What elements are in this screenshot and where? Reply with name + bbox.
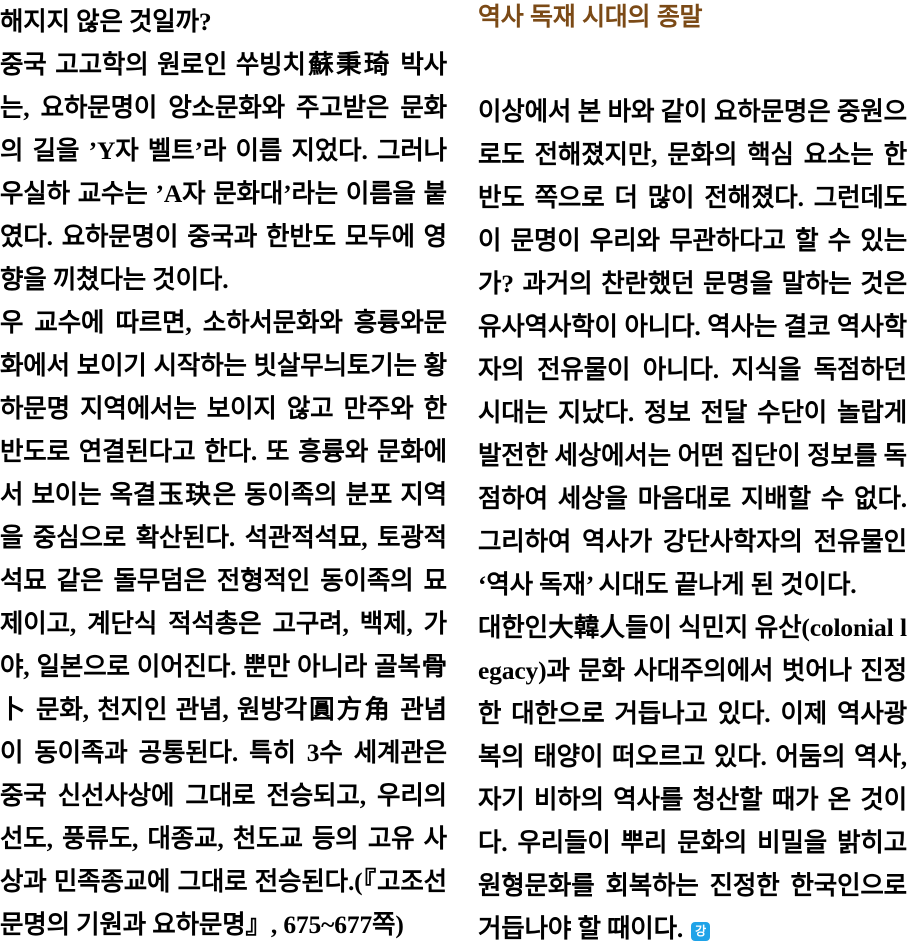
magazine-page: 해지지 않은 것일까? 중국 고고학의 원로인 쑤빙치蘇秉琦 박사는, 요하문명… (0, 3, 907, 943)
right-text-column: 역사 독재 시대의 종말 이상에서 본 바와 같이 요하문명은 중원으로도 전해… (460, 0, 907, 950)
paragraph-closing: 대한인大韓人들이 식민지 유산(colonial legacy)과 문화 사대주… (478, 606, 907, 950)
left-text-column: 해지지 않은 것일까? 중국 고고학의 원로인 쑤빙치蘇秉琦 박사는, 요하문명… (0, 0, 447, 946)
paragraph-summary: 이상에서 본 바와 같이 요하문명은 중원으로도 전해졌지만, 문화의 핵심 요… (478, 97, 907, 599)
paragraph-su-bingqi: 중국 고고학의 원로인 쑤빙치蘇秉琦 박사는, 요하문명이 앙소문화와 주고받은… (0, 50, 447, 294)
article-end-badge: 강 (691, 922, 711, 941)
paragraph-closing-text: 대한인大韓人들이 식민지 유산(colonial legacy)과 문화 사대주… (478, 613, 907, 943)
paragraph-continued-from-previous-page: 해지지 않은 것일까? (0, 7, 212, 36)
section-heading: 역사 독재 시대의 종말 (478, 3, 703, 31)
paragraph-woo-professor: 우 교수에 따르면, 소하서문화와 흥륭와문화에서 보이기 시작하는 빗살무늬토… (0, 308, 447, 939)
heading-spacer (478, 32, 907, 90)
